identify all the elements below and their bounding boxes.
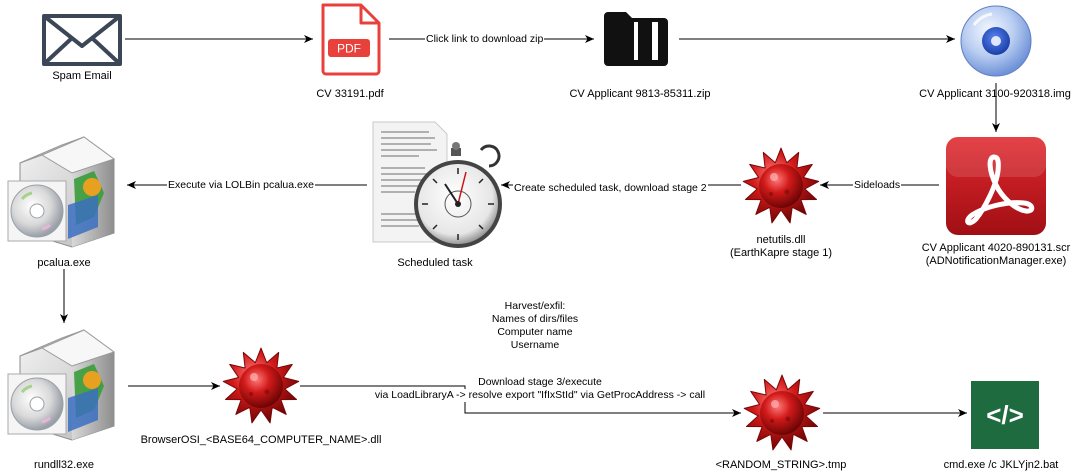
harvest-line-2: Names of dirs/files: [491, 313, 579, 325]
browserosi-label: BrowserOSI_<BASE64_COMPUTER_NAME>.dll: [140, 434, 382, 446]
random-tmp-label: <RANDOM_STRING>.tmp: [715, 459, 847, 471]
software-box-icon: [7, 329, 116, 441]
stage3-line-1: Download stage 3/execute: [478, 376, 602, 388]
pcalua-label: pcalua.exe: [37, 257, 91, 269]
rundll32-label: rundll32.exe: [34, 459, 94, 471]
pdf-badge-text: PDF: [337, 42, 361, 56]
software-box-icon: [7, 136, 116, 248]
edge-label-create-task: Create scheduled task, download stage 2: [513, 182, 708, 194]
stage3-line-2: via LoadLibraryA -> resolve export "IfIx…: [372, 389, 708, 402]
harvest-line-1: Harvest/exfil:: [504, 300, 566, 312]
malware-virus-icon: [742, 147, 820, 224]
netutils-label-line2: (EarthKapre stage 1): [729, 247, 833, 259]
envelope-icon: [42, 14, 122, 66]
harvest-line-4: Username: [510, 339, 560, 351]
cv-pdf-label: CV 33191.pdf: [316, 88, 384, 100]
cmd-bat-label: cmd.exe /c JKLYjn2.bat: [943, 459, 1059, 471]
edge-label-sideloads: Sideloads: [853, 179, 902, 191]
cv-img-label: CV Applicant 3100-920318.img: [919, 88, 1071, 100]
harvest-line-3: Computer name: [497, 326, 573, 338]
edge-label-execute-lolbin: Execute via LOLBin pcalua.exe: [167, 179, 315, 191]
harvest-note: Harvest/exfil: Names of dirs/files Compu…: [470, 300, 600, 352]
spam-email-label: Spam Email: [52, 70, 112, 82]
pdf-file-icon: PDF: [321, 3, 381, 76]
code-script-icon: </>: [971, 381, 1039, 449]
cv-zip-label: CV Applicant 9813-85311.zip: [569, 88, 711, 100]
netutils-label-line1: netutils.dll: [756, 234, 806, 246]
malware-virus-icon: [222, 347, 300, 424]
zip-archive-icon: [604, 12, 668, 66]
scheduled-task-label: Scheduled task: [397, 257, 473, 269]
malware-virus-icon: [743, 374, 821, 451]
edge-label-click-link: Click link to download zip: [425, 33, 545, 45]
cv-scr-label-line2: (ADNotificationManager.exe): [925, 255, 1067, 267]
adobe-acrobat-icon: [946, 137, 1046, 235]
code-glyph: </>: [986, 400, 1024, 430]
cv-scr-label-line1: CV Applicant 4020-890131.scr: [921, 242, 1071, 254]
stopwatch-document-icon: [372, 121, 502, 248]
stage3-note: Download stage 3/execute via LoadLibrary…: [330, 376, 750, 402]
disc-image-icon: [960, 5, 1032, 77]
